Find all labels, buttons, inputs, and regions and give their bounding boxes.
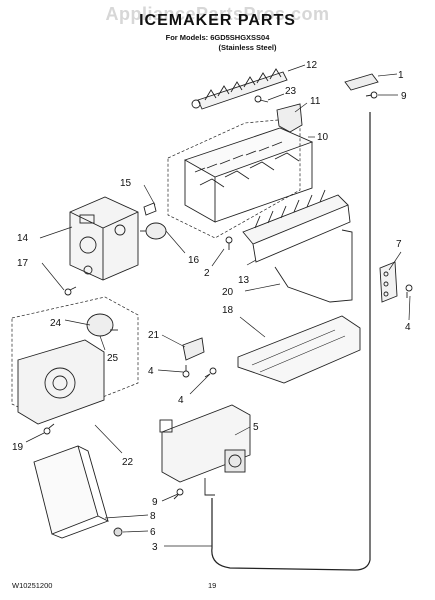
- callout-2: 2: [204, 268, 210, 279]
- callout-8: 8: [150, 511, 156, 522]
- callout-21: 21: [148, 330, 160, 341]
- callout-9-top: 9: [401, 91, 407, 102]
- part-screw-6: [113, 527, 123, 537]
- part-screw-9-bottom: [173, 488, 184, 500]
- part-module-housing: [69, 196, 139, 281]
- part-screw-4-b: [204, 367, 217, 378]
- callout-11: 11: [310, 96, 321, 107]
- part-bracket: [276, 103, 303, 133]
- callout-25: 25: [107, 353, 119, 364]
- callout-6: 6: [150, 527, 156, 538]
- page-number: 19: [208, 581, 217, 590]
- part-water-valve: [159, 404, 251, 496]
- callout-12: 12: [306, 60, 318, 71]
- leader-lines: [25, 64, 411, 547]
- part-gear-24: [86, 313, 118, 337]
- part-ice-stripper: [242, 189, 351, 263]
- callout-3: 3: [152, 542, 158, 553]
- part-ejector-blades: [191, 68, 288, 110]
- callout-19: 19: [12, 442, 24, 453]
- part-screw-19: [43, 423, 55, 435]
- part-clip-1: [344, 73, 379, 91]
- callout-18: 18: [222, 305, 234, 316]
- part-fill-tube: [211, 112, 371, 571]
- part-screw-17: [64, 286, 77, 296]
- model-line: For Models: 6GD5SHGXSS04: [165, 33, 270, 42]
- callout-7: 7: [396, 239, 402, 250]
- callout-24: 24: [50, 318, 62, 329]
- part-screw-23: [254, 95, 269, 103]
- page-title: ICEMAKER PARTS: [139, 12, 296, 29]
- callout-16: 16: [188, 255, 200, 266]
- document-code: W10251200: [12, 581, 53, 590]
- callout-10: 10: [317, 132, 329, 143]
- part-motor-16: [140, 222, 167, 240]
- callout-5: 5: [253, 422, 259, 433]
- watermark: AppliancePartsPros.com: [105, 4, 330, 24]
- callout-1: 1: [398, 70, 404, 81]
- callout-22: 22: [122, 457, 134, 468]
- callout-13: 13: [238, 275, 250, 286]
- part-switch-21: [182, 337, 205, 361]
- callout-4-right: 4: [405, 322, 411, 333]
- part-control-module: [17, 339, 105, 425]
- callout-17: 17: [17, 258, 29, 269]
- part-screw-9-top: [365, 91, 378, 99]
- mold-group-outline: [167, 117, 301, 239]
- part-screw-4-right: [405, 284, 413, 298]
- part-bracket-7: [379, 261, 398, 303]
- callout-23: 23: [285, 86, 297, 97]
- part-access-cover: [33, 445, 109, 539]
- part-screw-4-a: [182, 365, 190, 378]
- callout-4-b: 4: [178, 395, 184, 406]
- callout-20: 20: [222, 287, 234, 298]
- part-shutoff-arm: [274, 229, 353, 303]
- part-cover-plate: [237, 315, 361, 384]
- part-screw-2: [225, 236, 233, 250]
- callout-15: 15: [120, 178, 132, 189]
- module-group-outline: [11, 296, 139, 421]
- part-icemaker-mold: [183, 127, 314, 223]
- material-line: (Stainless Steel): [218, 43, 277, 52]
- callout-14: 14: [17, 233, 29, 244]
- callout-9-bottom: 9: [152, 497, 158, 508]
- part-clip-15: [143, 202, 157, 216]
- callout-4-a: 4: [148, 366, 154, 377]
